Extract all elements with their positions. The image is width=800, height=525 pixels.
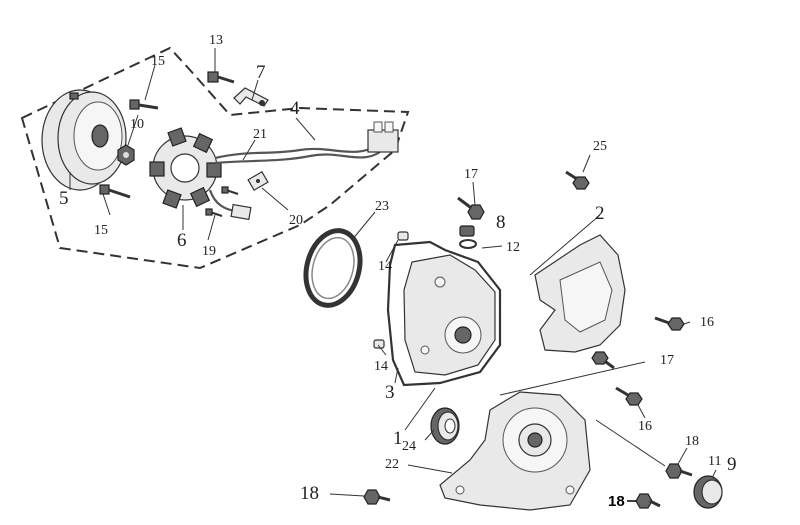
label-21: 21 bbox=[253, 127, 267, 142]
bolt-15-upper bbox=[129, 99, 159, 110]
label-4: 4 bbox=[290, 98, 300, 119]
label-18-right: 18 bbox=[685, 434, 699, 449]
label-15-upper: 15 bbox=[151, 54, 165, 69]
label-24: 24 bbox=[402, 439, 416, 454]
bolt-16-lower bbox=[615, 386, 643, 406]
label-16-upper: 16 bbox=[700, 315, 714, 330]
label-2: 2 bbox=[595, 203, 605, 224]
bolt-18-bottom bbox=[635, 493, 661, 509]
label-13: 13 bbox=[209, 33, 223, 48]
label-7: 7 bbox=[256, 62, 266, 83]
clamp-20 bbox=[247, 170, 269, 192]
label-22: 22 bbox=[385, 457, 399, 472]
label-16-lower: 16 bbox=[638, 419, 652, 434]
sprocket-cover-2 bbox=[534, 234, 626, 353]
inner-cover-1 bbox=[403, 254, 496, 376]
screw-small-1 bbox=[221, 186, 239, 195]
dowel-pin-14-lower bbox=[373, 339, 385, 349]
label-14-lower: 14 bbox=[374, 359, 388, 374]
label-3: 3 bbox=[385, 382, 395, 403]
label-9: 9 bbox=[727, 454, 737, 475]
bolt-15-lower bbox=[99, 184, 131, 199]
bolt-18-right bbox=[665, 463, 693, 479]
gasket-ring-23 bbox=[303, 228, 363, 308]
plug-8 bbox=[459, 225, 475, 237]
label-19: 19 bbox=[202, 244, 216, 259]
pickup-sensor-19 bbox=[230, 203, 252, 221]
o-ring-12 bbox=[459, 239, 477, 249]
bracket-7 bbox=[233, 87, 269, 107]
label-5: 5 bbox=[59, 188, 69, 209]
label-11: 11 bbox=[708, 454, 721, 469]
label-10: 10 bbox=[130, 117, 144, 132]
bolt-17-upper bbox=[457, 196, 485, 220]
label-18-bottom: 18 bbox=[608, 493, 625, 510]
label-12: 12 bbox=[506, 240, 520, 255]
flywheel bbox=[41, 89, 127, 191]
bolt-17-lower bbox=[591, 351, 615, 370]
callout-labels: 13 7 15 4 10 21 5 15 6 19 20 23 14 14 3 … bbox=[59, 33, 737, 510]
assembly-group-outline bbox=[20, 46, 410, 270]
bolt-16-upper bbox=[654, 316, 685, 331]
gasket-3 bbox=[386, 240, 502, 387]
label-18-left: 18 bbox=[300, 483, 319, 504]
label-8: 8 bbox=[496, 212, 506, 233]
label-14-upper: 14 bbox=[378, 259, 392, 274]
screw-small-2 bbox=[205, 208, 223, 217]
nut-10 bbox=[117, 144, 135, 166]
label-6: 6 bbox=[177, 230, 187, 251]
dowel-pin-14-upper bbox=[397, 231, 409, 241]
label-23: 23 bbox=[375, 199, 389, 214]
wiring-harness bbox=[214, 144, 379, 160]
label-17-upper: 17 bbox=[464, 167, 478, 182]
stator bbox=[149, 127, 222, 209]
cap-11 bbox=[693, 475, 723, 509]
label-17-lower: 17 bbox=[660, 353, 674, 368]
bolt-25 bbox=[565, 170, 590, 190]
oil-seal-24 bbox=[430, 407, 460, 445]
connector-4 bbox=[367, 121, 399, 153]
label-1: 1 bbox=[393, 428, 403, 449]
outer-cover-22 bbox=[439, 391, 591, 511]
leader-lines bbox=[69, 48, 717, 497]
label-20: 20 bbox=[289, 213, 303, 228]
bolt-18-left bbox=[363, 489, 391, 505]
bolt-13 bbox=[207, 71, 235, 84]
label-25: 25 bbox=[593, 139, 607, 154]
label-15-lower: 15 bbox=[94, 223, 108, 238]
